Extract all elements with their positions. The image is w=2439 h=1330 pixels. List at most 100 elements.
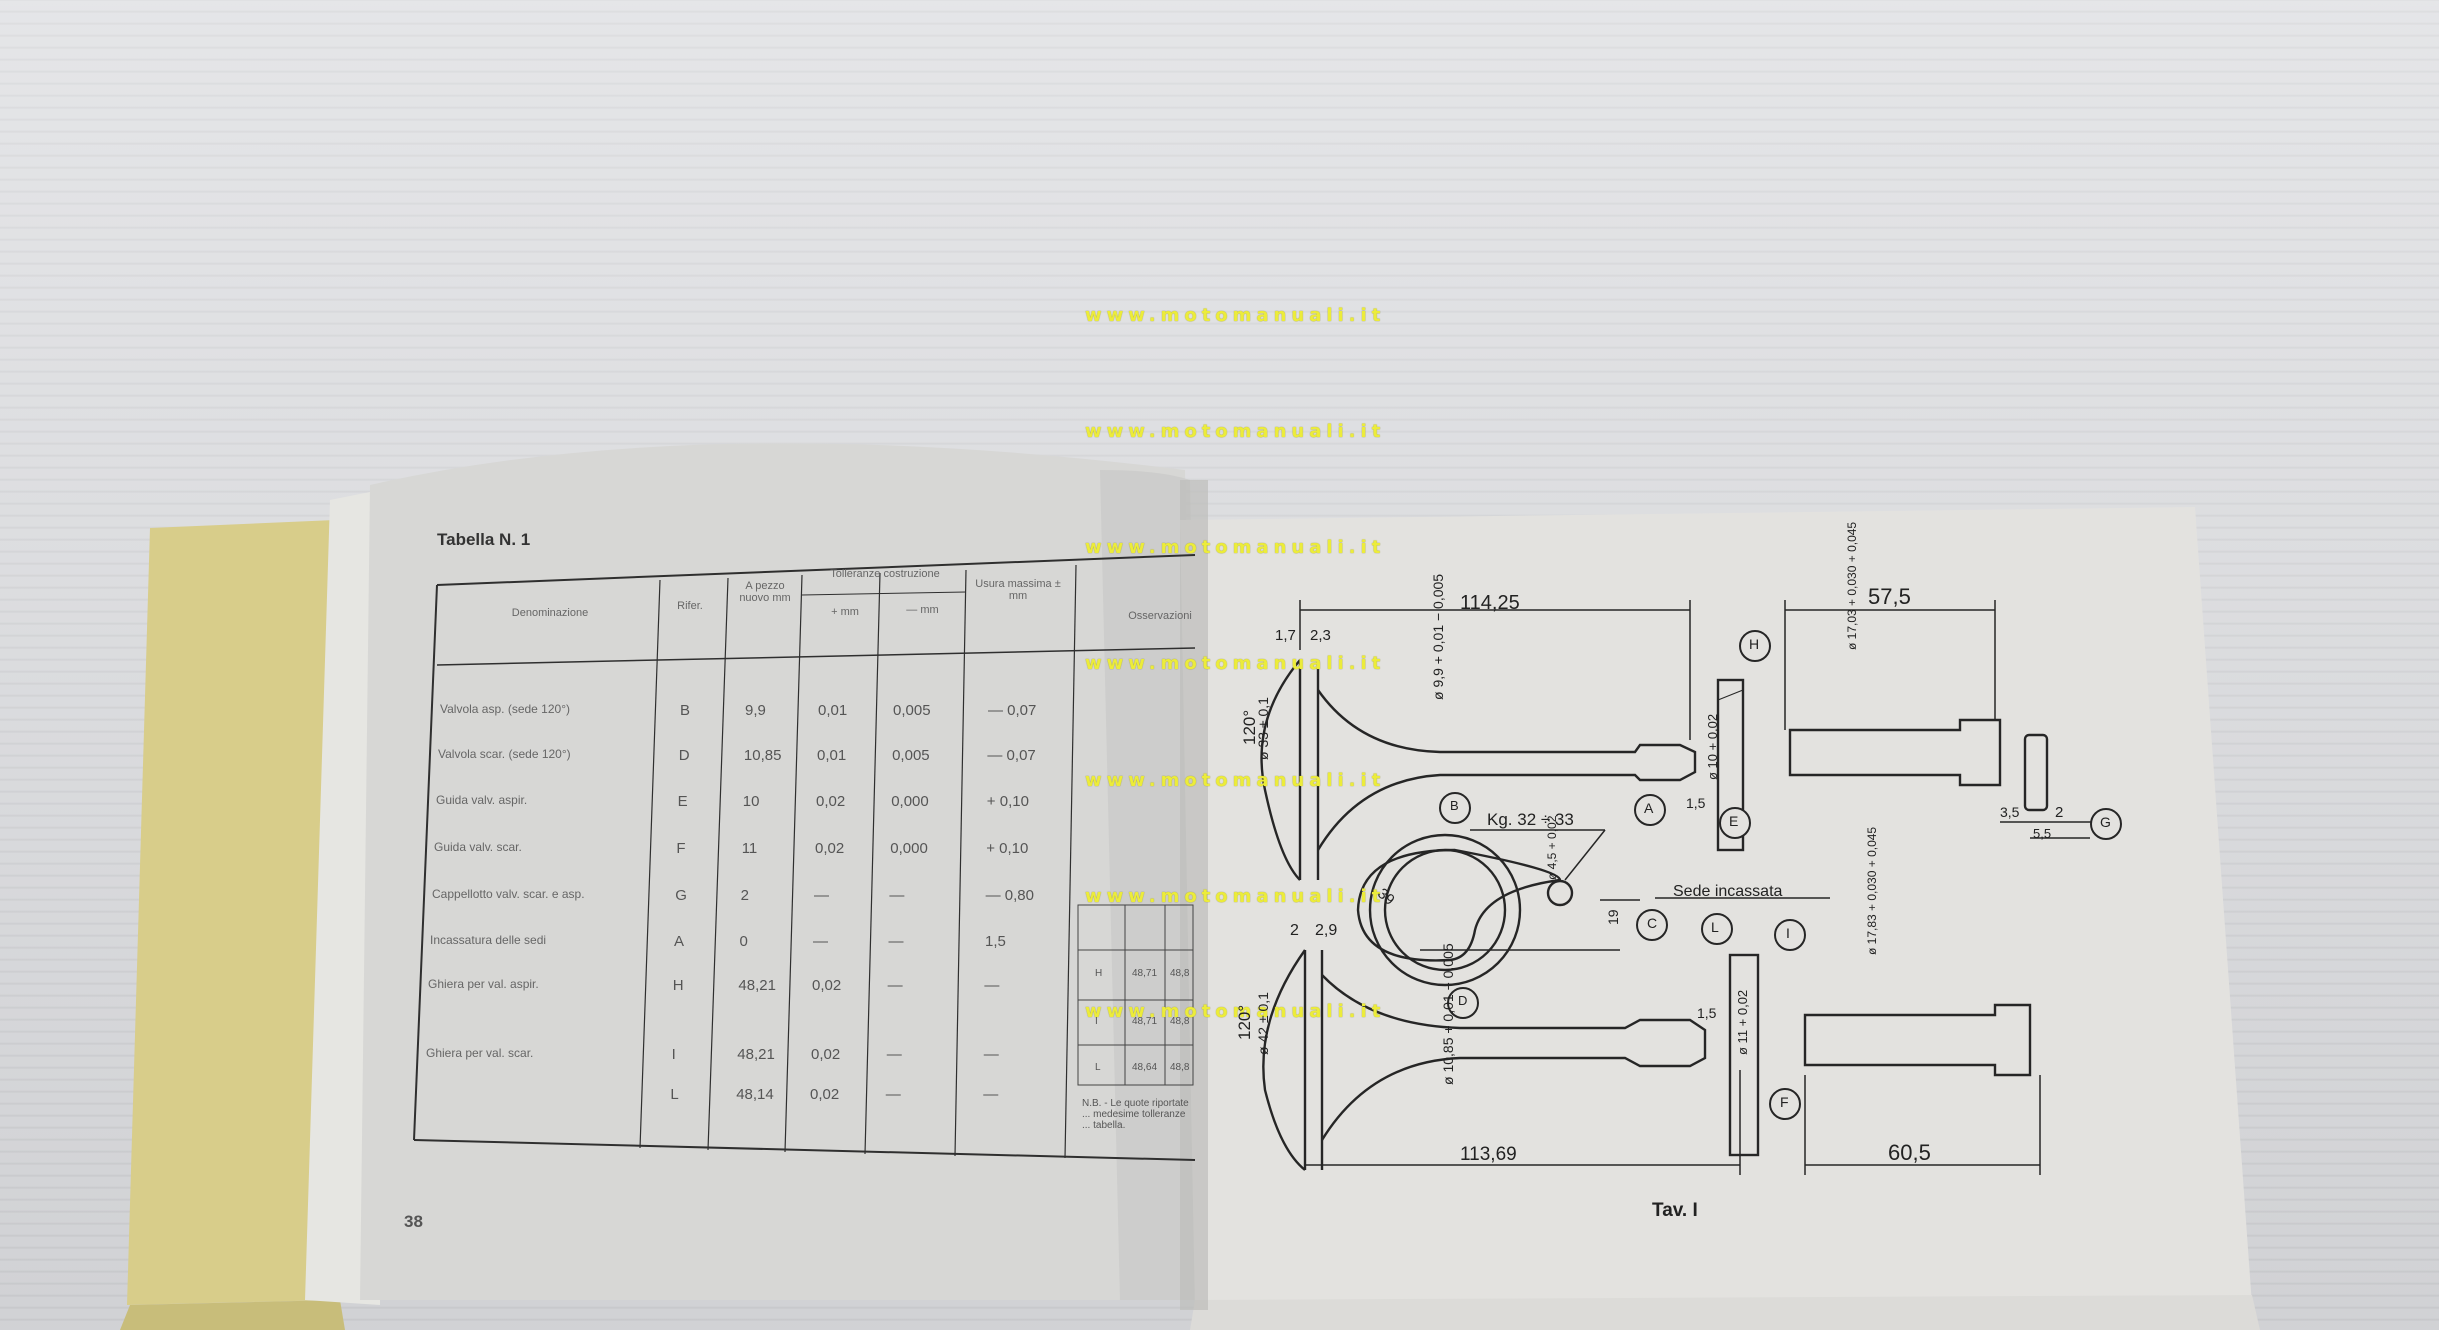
label-d4: 2,9 (1315, 922, 1338, 939)
cell-ref: D (678, 747, 690, 765)
callout-circles (1439, 630, 2122, 1120)
guide-top (1784, 600, 2002, 787)
spec-table-lines (413, 554, 1196, 1161)
gutter-shadow (1180, 480, 1208, 1310)
header-tolleranze: Tolleranze costruzione (830, 568, 940, 580)
cell-usura: — (983, 1046, 999, 1064)
header-denominazione: Denominazione (511, 607, 589, 619)
cell-tminus: — (889, 886, 905, 904)
cell-tplus: — (814, 886, 829, 904)
watermark: www.motomanuali.it (1085, 653, 1386, 674)
book-cover (127, 520, 335, 1305)
cell-usura: — 0,80 (985, 886, 1034, 904)
label-callout-H: H (1749, 636, 1760, 652)
cell-val: 48,21 (737, 1046, 775, 1064)
cell-usura: — 0,07 (988, 702, 1037, 719)
page-number: 38 (404, 1212, 423, 1231)
label-guide-ext-bottom: ø 17,83 + 0,030 + 0,045 (1865, 826, 1879, 955)
seat-ring-bottom (1728, 953, 1760, 1157)
header-usura: Usura massima ± mm (975, 578, 1061, 602)
cell-val: 10,85 (743, 747, 782, 765)
guide-bottom (1803, 1003, 2041, 1175)
valve-cap (2023, 733, 2049, 812)
label-d1: 1,7 (1275, 627, 1296, 644)
label-cap-b: 2 (2055, 804, 2064, 821)
cell-name: Guida valv. scar. (434, 839, 522, 854)
cell-usura: — (984, 977, 1000, 995)
cell-tminus: — (887, 977, 903, 995)
label-seat-depth-bottom: 1,5 (1697, 1005, 1717, 1021)
cell-name: Incassatura delle sedi (430, 933, 547, 947)
book-cover-edge (120, 1300, 345, 1330)
cell-ref: G (675, 886, 687, 904)
cell-val: 48,21 (738, 977, 776, 995)
label-head-top: ø 33 ± 0,1 (1255, 697, 1271, 760)
right-page (1180, 507, 2252, 1310)
cell-tminus: — (888, 933, 904, 950)
cell-name: Valvola scar. (sede 120°) (438, 747, 571, 762)
cell-tplus: 0,02 (815, 839, 845, 857)
watermark: www.motomanuali.it (1085, 421, 1386, 442)
cell-val: 11 (741, 839, 758, 857)
inner-cell-ref: L (1095, 1062, 1101, 1073)
header-minus: — mm (906, 604, 939, 616)
cell-val: 2 (740, 886, 749, 904)
watermark: www.motomanuali.it (1085, 305, 1386, 326)
label-callout-G: G (2100, 814, 2111, 830)
inner-cell-v2: 48,8 (1170, 968, 1190, 979)
table-note: N.B. - Le quote riportate ... medesime t… (1082, 1098, 1189, 1131)
label-spring: Kg. 32 ÷ 33 (1487, 810, 1574, 829)
label-callout-F: F (1780, 1094, 1789, 1110)
cell-tplus: 0,01 (817, 747, 847, 765)
cell-tminus: 0,005 (893, 702, 931, 719)
header-rif: Rifer. (677, 600, 703, 612)
seat-ring-top (1716, 678, 1745, 852)
label-d3: 2 (1290, 922, 1299, 939)
label-callout-E: E (1729, 813, 1739, 829)
header-plus: + mm (831, 606, 859, 618)
label-len-bottom: 113,69 (1460, 1144, 1517, 1165)
cell-ref: I (671, 1046, 676, 1064)
header-osservazioni: Osservazioni (1128, 610, 1192, 622)
watermark: www.motomanuali.it (1085, 1001, 1386, 1022)
label-guide-bottom: 60,5 (1888, 1140, 1931, 1165)
cell-val: 0 (739, 933, 748, 950)
inner-cell-v2: 48,8 (1170, 1062, 1190, 1073)
cell-tminus: — (885, 1085, 901, 1103)
cell-tplus: — (813, 933, 828, 950)
label-guide-ext-top: ø 17,03 + 0,030 + 0,045 (1845, 521, 1859, 650)
left-page-shadow (1100, 470, 1205, 1300)
label-guide-int-top: ø 10 + 0,02 (1705, 713, 1720, 780)
cell-val: 10 (742, 793, 760, 811)
label-seat-depth-top: 1,5 (1686, 795, 1706, 811)
header-pezzo-nuovo: A pezzo nuovo mm (739, 580, 791, 604)
cell-usura: + 0,10 (986, 793, 1029, 811)
cell-name: Ghiera per val. scar. (426, 1046, 534, 1061)
cell-ref: A (674, 933, 685, 950)
cell-tplus: 0,02 (811, 1046, 841, 1064)
page-stack (305, 490, 380, 1305)
right-page-bottom (1190, 1295, 2260, 1330)
table-title: Tabella N. 1 (437, 530, 531, 549)
inner-cell-ref: I (1095, 1016, 1098, 1027)
label-spring-w: ø 4,5 + 0,02 (1545, 815, 1559, 880)
cell-ref: F (676, 839, 686, 857)
cell-tplus: 0,02 (816, 793, 846, 811)
inner-cell-v1: 48,64 (1132, 1062, 1158, 1073)
inner-cell-v1: 48,71 (1132, 968, 1158, 979)
label-spring-h: 19 (1605, 909, 1621, 925)
label-d2: 2,3 (1310, 627, 1331, 644)
label-callout-D: D (1458, 993, 1468, 1008)
cell-name: Valvola asp. (sede 120°) (440, 702, 570, 716)
label-head-bottom: ø 42 ± 0,1 (1255, 992, 1271, 1055)
cell-name: Cappellotto valv. scar. e asp. (432, 886, 585, 901)
watermark: www.motomanuali.it (1085, 770, 1386, 791)
label-callout-C: C (1647, 915, 1658, 931)
cell-tminus: 0,005 (892, 747, 930, 765)
cell-tplus: 0,01 (818, 702, 848, 719)
label-cap-a: 3,5 (2000, 804, 2020, 820)
label-cap-c: 5,5 (2033, 826, 2052, 841)
watermark: www.motomanuali.it (1085, 886, 1386, 907)
cell-name: Guida valv. aspir. (436, 793, 528, 808)
